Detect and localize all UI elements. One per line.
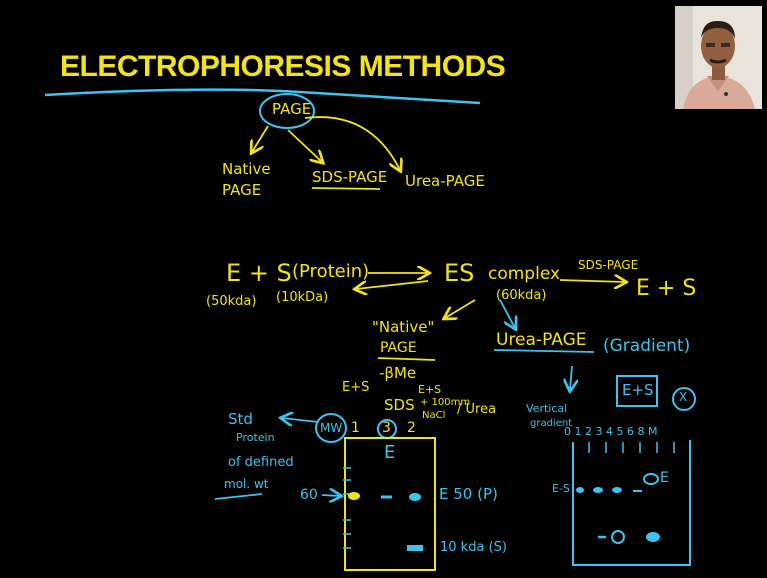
arrow-sds [287,129,322,162]
band-mw [348,492,360,500]
branch-x: X [679,390,688,404]
branch-urea: Urea-PAGE [496,330,587,350]
marker-arrow [321,495,340,496]
gel1-es-top: E+S [342,380,370,395]
lane-1: 1 [351,420,360,436]
band-lane2 [409,493,421,501]
std-line-1: Std [228,410,253,428]
gel1-urea: / Urea [457,402,497,417]
gel1-e-label: E [384,442,396,463]
std-line-4: mol. wt [224,477,269,491]
gel2-vertical-1: Vertical [526,402,568,415]
arrow-native [252,125,269,152]
tree-native-2: PAGE [222,181,262,199]
x-circle [672,387,696,411]
std-line-2: Protein [236,431,275,444]
reaction-es: ES [444,259,475,287]
gel2-e: E [660,470,669,486]
native-underline [377,357,436,361]
sds-underline [311,187,381,190]
gel2-low-2 [611,530,625,544]
title-underline [44,88,481,105]
presenter-image [675,6,762,109]
gel2-es: E-S [552,482,570,495]
branch-native-1: "Native" [372,318,435,336]
arrow-to-vertical [570,365,572,390]
gel1-sds: SDS [384,396,415,414]
reaction-complex: complex [488,264,561,284]
band-s [407,545,423,551]
lane-2: 2 [407,420,416,436]
std-line-3: of defined [228,455,294,470]
gel2-band-1 [576,487,584,493]
page-circle [259,93,315,129]
reaction-sds-label: SDS-PAGE [578,258,639,272]
gel2-band-2 [593,487,603,493]
branch-native-2: PAGE [380,340,417,356]
gel1-band-s: 10 kda (S) [440,540,507,555]
gel2-lanes: 0 1 2 3 4 5 6 8 M [564,425,658,438]
gel1-es-urea-top: E+S [418,383,442,396]
arrow-urea [304,116,400,170]
es-box [616,375,658,407]
arrow-to-native [445,299,476,318]
gel2-low-3 [646,532,660,542]
tree-root: PAGE [272,100,312,118]
reaction-es-left: E + S [226,259,292,287]
tree-urea: Urea-PAGE [405,172,485,190]
branch-box: E+S [622,381,654,399]
branch-gradient: (Gradient) [603,336,691,356]
urea-underline [493,349,595,353]
std-underline [214,493,263,500]
gel1-urea-note: + 100mm [420,397,471,408]
gel2-lane-ticks [588,442,675,453]
reaction-es-right: E + S [636,276,697,301]
sds-arrow [559,280,625,282]
gel1-frame [344,437,436,571]
reaction-protein: (Protein) [292,261,370,282]
reverse-arrow [356,280,429,289]
gel1-beta-me: -βMe [379,364,417,382]
gel1-nacl: NaCl [422,410,446,421]
gel2-vertical-2: gradient [530,418,573,429]
gel2-band-e [643,473,659,485]
gel1-band-e: E 50 (P) [439,485,498,503]
lane-3: 3 [382,420,391,436]
arrow-to-urea [499,299,515,328]
slide-title: ELECTROPHORESIS METHODS [60,50,506,83]
gel1-marker: 60 [300,487,318,503]
mw-circle [315,413,347,443]
lane-mw: MW [320,421,343,435]
reaction-mw-e: (50kda) [206,294,257,309]
std-arrow [282,418,319,422]
tree-native-1: Native [222,160,271,178]
gel2-band-3 [612,487,622,493]
presenter-webcam [675,6,762,109]
reaction-mw-es: (60kda) [496,288,547,303]
gel2-frame [572,440,691,566]
tree-sds: SDS-PAGE [312,168,388,186]
reaction-mw-s: (10kDa) [276,290,329,305]
